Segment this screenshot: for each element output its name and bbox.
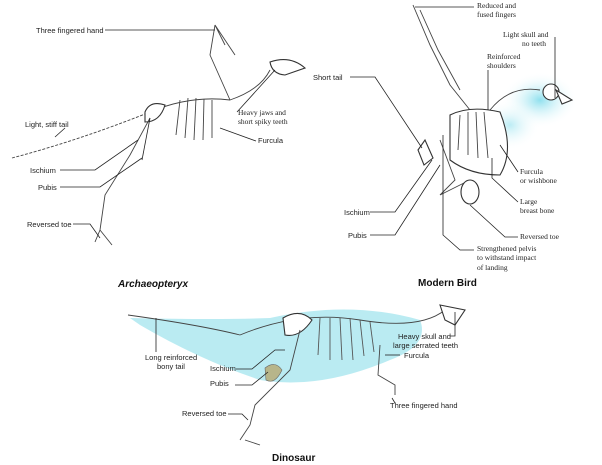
label-reversed-toe: Reversed toe (520, 232, 560, 241)
dinosaur-skeleton (127, 304, 466, 446)
label-three-fingered-hand: Three fingered hand (36, 26, 104, 35)
caption-archaeopteryx: Archaeopteryx (117, 279, 188, 290)
label-furcula: Furcula (258, 136, 284, 145)
label-reinforced-shoulders-1: Reinforced (487, 52, 521, 61)
archaeopteryx-labels: Three fingered hand Light, stiff tail He… (25, 26, 288, 290)
label-large-breast-bone-2: breast bone (520, 206, 555, 215)
label-light-skull-1: Light skull and (503, 30, 549, 39)
modern-bird-labels: Reduced and fused fingers Light skull an… (313, 1, 560, 289)
label-reduced-fingers-2: fused fingers (477, 10, 516, 19)
label-reversed-toe: Reversed toe (182, 409, 227, 418)
label-pubis: Pubis (38, 183, 57, 192)
label-short-tail: Short tail (313, 73, 343, 82)
label-strengthened-pelvis-3: of landing (477, 263, 508, 272)
label-strengthened-pelvis-2: to withstand impact (477, 253, 537, 262)
label-light-stiff-tail: Light, stiff tail (25, 120, 69, 129)
modern-bird-skeleton (412, 4, 578, 205)
label-furcula-2: or wishbone (520, 176, 558, 185)
label-three-fingered-hand: Three fingered hand (390, 401, 458, 410)
label-reversed-toe: Reversed toe (27, 220, 72, 229)
label-long-tail-2: bony tail (157, 362, 185, 371)
label-furcula-1: Furcula (520, 167, 544, 176)
label-furcula: Furcula (404, 351, 430, 360)
label-reduced-fingers-1: Reduced and (477, 1, 516, 10)
caption-dinosaur: Dinosaur (272, 453, 315, 464)
dinosaur-labels: Long reinforced bony tail Ischium Pubis … (145, 312, 458, 464)
label-heavy-skull-1: Heavy skull and (398, 332, 451, 341)
label-light-skull-2: no teeth (522, 39, 546, 48)
label-reinforced-shoulders-2: shoulders (487, 61, 516, 70)
label-heavy-jaws-2: short spiky teeth (238, 117, 288, 126)
caption-modern-bird: Modern Bird (418, 278, 477, 289)
label-ischium: Ischium (344, 208, 370, 217)
label-large-breast-bone-1: Large (520, 197, 538, 206)
label-ischium: Ischium (210, 364, 236, 373)
label-pubis: Pubis (348, 231, 367, 240)
label-strengthened-pelvis-1: Strengthened pelvis (477, 244, 536, 253)
label-heavy-skull-2: large serrated teeth (393, 341, 458, 350)
label-ischium: Ischium (30, 166, 56, 175)
archaeopteryx-skeleton (11, 24, 307, 246)
label-heavy-jaws-1: Heavy jaws and (238, 108, 286, 117)
label-long-tail-1: Long reinforced (145, 353, 197, 362)
label-pubis: Pubis (210, 379, 229, 388)
